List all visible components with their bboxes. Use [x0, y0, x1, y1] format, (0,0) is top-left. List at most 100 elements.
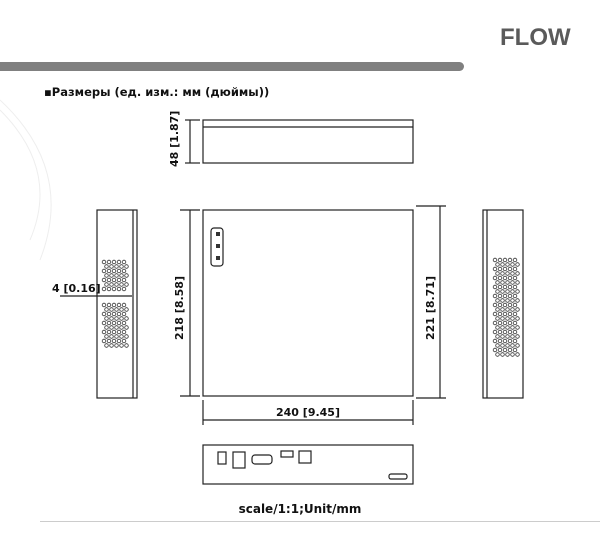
- vent-hole: [502, 293, 508, 299]
- vent-hole: [502, 329, 508, 335]
- vent-hole: [510, 289, 515, 294]
- vent-hole: [492, 266, 498, 272]
- vent-hole: [124, 316, 129, 321]
- vent-hole: [507, 275, 513, 281]
- vent-hole: [512, 266, 518, 272]
- height-dimension: 48 [1.87]: [168, 111, 181, 167]
- vent-hole: [507, 293, 513, 299]
- vent-hole: [492, 311, 498, 317]
- vent-hole: [497, 329, 503, 335]
- vent-hole: [510, 316, 515, 321]
- back-view: [202, 444, 414, 485]
- vent-hole: [116, 259, 122, 265]
- vent-hole: [507, 266, 513, 272]
- vent-hole: [500, 280, 505, 285]
- vent-hole: [101, 338, 107, 344]
- vent-hole: [101, 268, 107, 274]
- vent-hole: [505, 262, 510, 267]
- vent-hole: [505, 352, 510, 357]
- vent-hole: [121, 277, 127, 283]
- vent-hole: [101, 329, 107, 335]
- right-side-view: [482, 209, 524, 399]
- vent-hole: [512, 338, 518, 344]
- vent-hole: [495, 325, 500, 330]
- vent-hole: [114, 316, 119, 321]
- vent-hole: [121, 311, 127, 317]
- vent-hole: [500, 343, 505, 348]
- vent-hole: [502, 275, 508, 281]
- vent-hole: [515, 262, 520, 267]
- vent-hole: [119, 316, 124, 321]
- vent-hole: [500, 352, 505, 357]
- vent-hole: [510, 262, 515, 267]
- vent-hole: [492, 347, 498, 353]
- vent-hole: [114, 264, 119, 269]
- vent-hole: [101, 302, 107, 308]
- vent-hole: [495, 262, 500, 267]
- vent-hole: [116, 320, 122, 326]
- front-view: [202, 209, 414, 397]
- vent-hole: [109, 343, 114, 348]
- vent-hole: [492, 329, 498, 335]
- vent-hole: [505, 298, 510, 303]
- vent-hole: [495, 280, 500, 285]
- vent-hole: [507, 347, 513, 353]
- vent-hole: [121, 320, 127, 326]
- offset-dimension: 4 [0.16]: [52, 282, 101, 295]
- vent-hole: [510, 271, 515, 276]
- vent-hole: [119, 334, 124, 339]
- vent-hole: [101, 286, 107, 292]
- vent-hole: [507, 329, 513, 335]
- vent-hole: [495, 352, 500, 357]
- vent-hole: [111, 286, 117, 292]
- vent-hole: [124, 334, 129, 339]
- vent-hole: [505, 334, 510, 339]
- vent-hole: [492, 320, 498, 326]
- vent-hole: [106, 259, 112, 265]
- vent-hole: [505, 289, 510, 294]
- vent-hole: [515, 307, 520, 312]
- vent-hole: [505, 271, 510, 276]
- vent-hole: [104, 273, 109, 278]
- vent-hole: [502, 284, 508, 290]
- vent-hole: [500, 271, 505, 276]
- vent-hole: [510, 280, 515, 285]
- vent-hole: [495, 307, 500, 312]
- vent-hole: [101, 259, 107, 265]
- flow-logo: FLOW: [500, 24, 571, 51]
- vent-hole: [106, 268, 112, 274]
- vent-hole: [116, 338, 122, 344]
- vent-hole: [515, 325, 520, 330]
- vent-hole: [515, 289, 520, 294]
- vent-hole: [106, 277, 112, 283]
- vent-hole: [500, 316, 505, 321]
- vent-hole: [101, 311, 107, 317]
- vent-hole: [492, 338, 498, 344]
- vent-hole: [495, 343, 500, 348]
- vent-hole: [507, 338, 513, 344]
- vent-hole: [104, 316, 109, 321]
- vent-hole: [121, 286, 127, 292]
- vent-hole: [111, 311, 117, 317]
- vent-hole: [497, 257, 503, 263]
- vent-hole: [104, 325, 109, 330]
- vent-hole: [515, 271, 520, 276]
- vent-hole: [495, 316, 500, 321]
- vent-hole: [500, 307, 505, 312]
- vent-hole: [507, 284, 513, 290]
- vent-hole: [507, 320, 513, 326]
- vent-hole: [512, 311, 518, 317]
- vent-hole: [500, 262, 505, 267]
- vent-hole: [512, 302, 518, 308]
- vent-hole: [510, 352, 515, 357]
- depth-right-dimension: 221 [8.71]: [424, 276, 437, 340]
- vent-hole: [497, 338, 503, 344]
- vent-hole: [497, 266, 503, 272]
- vent-hole: [502, 347, 508, 353]
- vent-hole: [121, 302, 127, 308]
- vent-hole: [106, 338, 112, 344]
- vent-hole: [495, 298, 500, 303]
- vent-hole: [116, 268, 122, 274]
- vent-hole: [512, 257, 518, 263]
